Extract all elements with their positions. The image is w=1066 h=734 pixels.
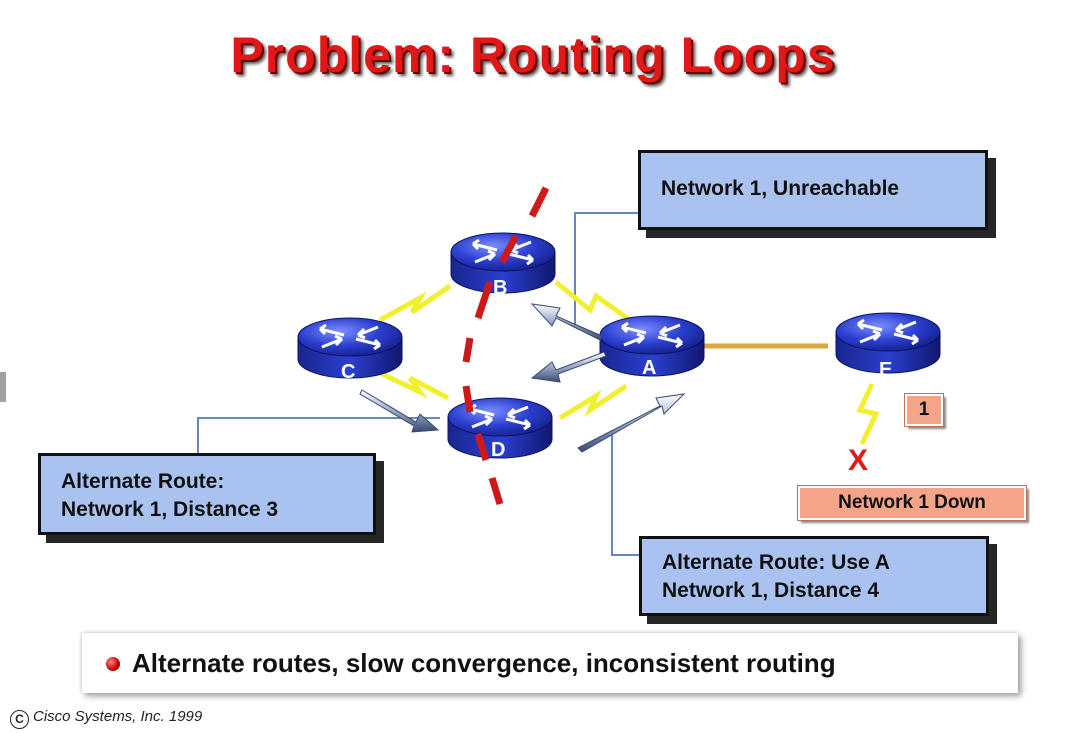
left-edge-marker	[0, 372, 6, 402]
router-label-d: D	[491, 439, 505, 461]
callout-text: Network 1, Unreachable	[661, 177, 900, 200]
arrow-a-to-b	[530, 303, 603, 341]
callout-line: Alternate Route:	[61, 470, 225, 493]
callout-network-unreachable: Network 1, Unreachable	[638, 150, 988, 230]
serial-link-d-a	[558, 383, 628, 421]
router-label-e: E	[879, 359, 892, 381]
router-label-b: B	[493, 277, 507, 299]
callout-alternate-route-c: Alternate Route: Network 1, Distance 3	[38, 453, 376, 535]
serial-links	[376, 280, 880, 446]
callout-alternate-route-a: Alternate Route: Use A Network 1, Distan…	[639, 536, 989, 616]
summary-bullet: Alternate routes, slow convergence, inco…	[82, 633, 1018, 693]
copyright-text: Cisco Systems, Inc. 1999	[33, 708, 203, 725]
arrow-a-to-d	[530, 351, 607, 383]
page-title: Problem: Routing Loops	[230, 27, 836, 83]
arrow-c-to-d	[359, 389, 440, 433]
router-label-a: A	[642, 357, 656, 379]
network-number-tag: 1	[904, 393, 944, 427]
summary-text: Alternate routes, slow convergence, inco…	[132, 648, 836, 678]
network-down-x: X	[848, 444, 868, 477]
serial-link-b-a	[554, 280, 632, 323]
copyright-icon: C	[10, 710, 29, 729]
bullet-icon	[106, 657, 120, 671]
routing-update-arrows	[359, 303, 686, 453]
arrow-d-to-a	[577, 393, 686, 453]
callout-line: Alternate Route: Use A	[662, 551, 890, 574]
serial-link-e-down	[856, 382, 880, 446]
serial-link-c-b	[378, 283, 452, 323]
callout-line: Network 1, Distance 3	[61, 498, 279, 521]
broken-route-marks	[462, 186, 550, 506]
serial-link-c-d	[376, 369, 450, 401]
router-label-c: C	[341, 361, 355, 383]
callout-connectors	[197, 212, 641, 556]
network-down-label: Network 1 Down	[797, 485, 1027, 521]
callout-line: Network 1, Distance 4	[662, 579, 880, 602]
